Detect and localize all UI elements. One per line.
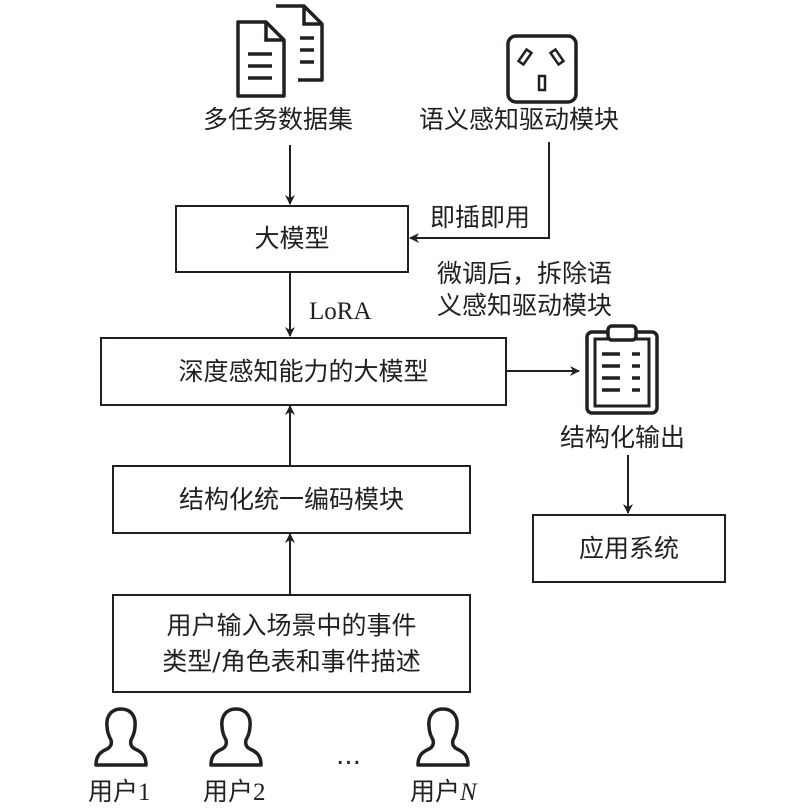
large-model-box: 大模型 — [175, 205, 409, 273]
ellipsis: … — [336, 741, 361, 770]
user-icon — [416, 707, 470, 767]
large-model-label: 大模型 — [254, 224, 330, 253]
user-label: 用户2 — [203, 776, 266, 809]
user-input-box: 用户输入场景中的事件 类型/角色表和事件描述 — [112, 594, 471, 693]
remove-note-line1: 微调后，拆除语 — [437, 259, 613, 288]
structured-output-label: 结构化输出 — [560, 423, 686, 452]
app-system-label: 应用系统 — [578, 533, 679, 563]
module-label: 语义感知驱动模块 — [419, 105, 620, 134]
documents-icon — [236, 4, 324, 98]
dataset-label: 多任务数据集 — [203, 105, 354, 134]
plug-and-play-label: 即插即用 — [430, 203, 531, 232]
arrow-module-to-model — [409, 142, 550, 243]
user-icon — [94, 707, 148, 767]
app-system-box: 应用系统 — [532, 514, 726, 583]
user-label-index: N — [460, 779, 477, 806]
user-label-index: 2 — [253, 779, 266, 806]
user-input-line1: 用户输入场景中的事件 — [166, 610, 417, 640]
clipboard-icon — [585, 324, 659, 415]
user-label: 用户1 — [88, 776, 151, 809]
user-label-prefix: 用户 — [410, 777, 461, 806]
user-input-line2: 类型/角色表和事件描述 — [162, 646, 421, 676]
socket-icon — [506, 34, 578, 104]
encoding-module-box: 结构化统一编码模块 — [112, 465, 471, 534]
remove-note-line2: 义感知驱动模块 — [437, 291, 613, 320]
user-label-prefix: 用户 — [203, 777, 254, 806]
user-label-index: 1 — [138, 779, 151, 806]
deep-perception-model-label: 深度感知能力的大模型 — [178, 356, 429, 386]
user-label-prefix: 用户 — [88, 777, 139, 806]
deep-perception-model-box: 深度感知能力的大模型 — [100, 337, 507, 406]
encoding-module-label: 结构化统一编码模块 — [178, 484, 404, 514]
user-icon — [209, 707, 263, 767]
user-label: 用户N — [410, 776, 477, 809]
lora-label: LoRA — [309, 298, 372, 325]
